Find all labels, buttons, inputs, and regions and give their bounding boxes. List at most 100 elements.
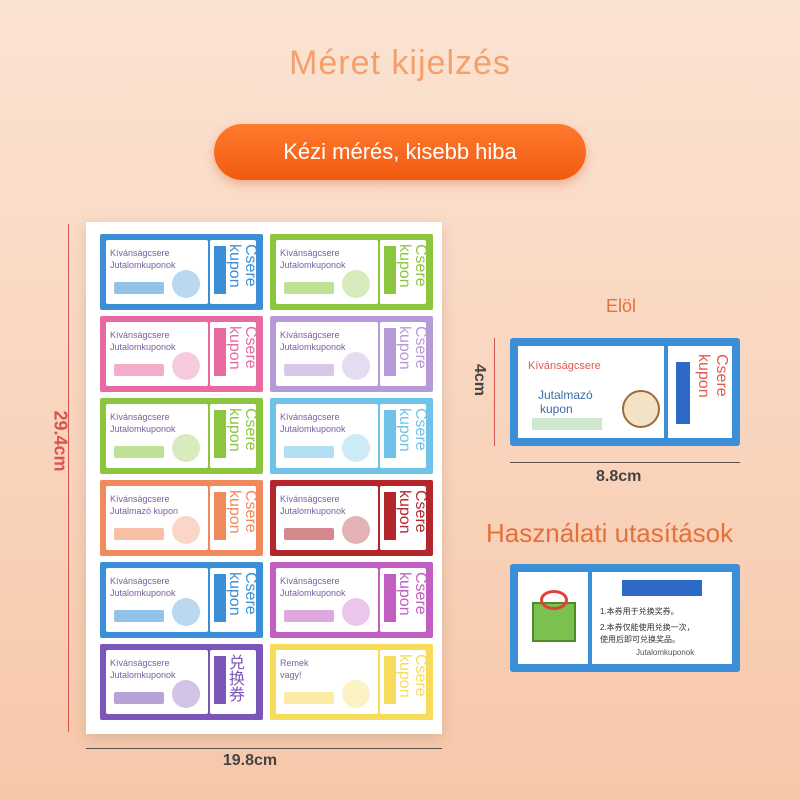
card-height-line xyxy=(494,338,495,446)
coupon-stub-text: Csere kupon xyxy=(226,490,259,534)
instructions-footer: Jutalomkuponok xyxy=(636,648,695,657)
coupon-line1: Kívánságcsere xyxy=(280,412,340,422)
coupon-line2: Jutalomkuponok xyxy=(280,588,346,598)
instructions-label: Használati utasítások xyxy=(486,518,734,548)
animal-icon xyxy=(342,516,370,544)
coupon-line1: Kívánságcsere xyxy=(110,330,170,340)
instructions-banner xyxy=(622,580,702,596)
coupon-line1: Remek xyxy=(280,658,309,668)
instructions-line1: 1.本券用于兑换奖券。 xyxy=(600,607,679,616)
coupon-name-field xyxy=(284,528,334,540)
front-card-stub: Csere kupon xyxy=(668,346,732,438)
coupon-line1: Kívánságcsere xyxy=(110,576,170,586)
coupon-stub-text: Csere kupon xyxy=(396,572,429,616)
front-card-line3: kupon xyxy=(540,402,573,416)
coupon-line2: Jutalomkuponok xyxy=(110,342,176,352)
coupon-stub: Csere kupon xyxy=(210,322,259,386)
coupon-stub-text: Csere kupon xyxy=(396,244,429,288)
animal-icon xyxy=(172,352,200,380)
coupon-name-field xyxy=(284,692,334,704)
front-card-line1: Kívánságcsere xyxy=(528,360,601,372)
coupon-line2: Jutalomkuponok xyxy=(110,424,176,434)
coupon-line1: Kívánságcsere xyxy=(110,248,170,258)
gift-bow-icon xyxy=(540,590,568,610)
animal-icon xyxy=(172,680,200,708)
front-card-line2: Jutalmazó xyxy=(538,388,593,402)
coupon-stub: Csere kupon xyxy=(380,486,429,550)
animal-icon xyxy=(172,434,200,462)
ribbon-icon xyxy=(384,410,396,458)
coupon-stub-text: Csere kupon xyxy=(226,244,259,288)
subtitle-badge: Kézi mérés, kisebb hiba xyxy=(214,124,586,180)
coupon-line1: Kívánságcsere xyxy=(280,330,340,340)
coupon-stub-text: Csere kupon xyxy=(226,326,259,370)
ribbon-icon xyxy=(384,492,396,540)
coupon-line2: Jutalomkuponok xyxy=(110,670,176,680)
height-dimension-label: 29.4cm xyxy=(50,410,71,472)
coupon-name-field xyxy=(114,446,164,458)
coupon-stub: Csere kupon xyxy=(210,568,259,632)
width-dimension-label: 19.8cm xyxy=(222,752,278,769)
coupon-name-field xyxy=(284,282,334,294)
coupon-line1: Kívánságcsere xyxy=(280,248,340,258)
coupon-stub: Csere kupon xyxy=(210,486,259,550)
coupon-name-field xyxy=(284,610,334,622)
coupon-name-field xyxy=(114,282,164,294)
coupon-stub-text: Csere kupon xyxy=(396,654,429,698)
coupon-line1: Kívánságcsere xyxy=(110,412,170,422)
coupon-stub: Csere kupon xyxy=(380,650,429,714)
coupon-line2: Jutalomkuponok xyxy=(280,260,346,270)
animal-icon xyxy=(172,598,200,626)
instructions-card: 1.本券用于兑换奖券。 2.本券仅能使用兑换一次， 使用后即可兑换奖品。 Jut… xyxy=(510,564,740,672)
coupon-name-field xyxy=(284,446,334,458)
front-card-stub-text: Csere kupon xyxy=(695,354,730,398)
card-width-line xyxy=(510,462,740,463)
width-dimension-line xyxy=(86,748,442,749)
coupon-stub: Csere kupon xyxy=(210,404,259,468)
animal-icon xyxy=(342,270,370,298)
coupon-name-field xyxy=(114,528,164,540)
coupon-name-field xyxy=(114,364,164,376)
ribbon-icon xyxy=(384,328,396,376)
coupon-line2: Jutalomkuponok xyxy=(110,260,176,270)
ribbon-icon xyxy=(384,246,396,294)
ribbon-icon xyxy=(214,246,226,294)
coupon-line1: Kívánságcsere xyxy=(110,494,170,504)
animal-icon xyxy=(172,270,200,298)
coupon-name-field xyxy=(114,692,164,704)
cow-icon xyxy=(622,390,660,428)
animal-icon xyxy=(342,598,370,626)
page-title: Méret kijelzés xyxy=(289,44,511,82)
coupon-stub: 兑换券 xyxy=(210,650,256,714)
ribbon-icon xyxy=(214,410,226,458)
coupon-stub: Csere kupon xyxy=(380,240,429,304)
coupon-stub: Csere kupon xyxy=(380,322,429,386)
card-width-label: 8.8cm xyxy=(596,468,642,485)
coupon-stub: Csere kupon xyxy=(210,240,259,304)
coupon-name-field xyxy=(284,364,334,376)
front-card: Kívánságcsere Jutalmazó kupon Csere kupo… xyxy=(510,338,740,446)
